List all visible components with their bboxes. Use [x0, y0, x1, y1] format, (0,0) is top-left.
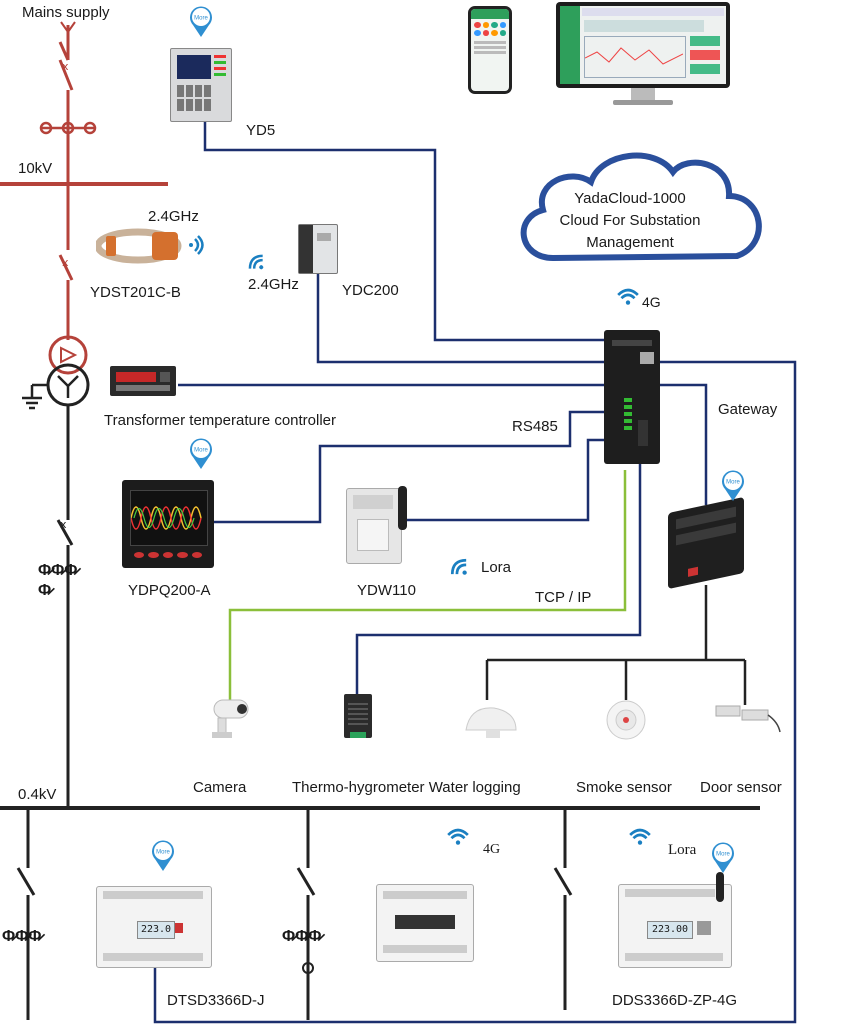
more-pin-label: More	[726, 480, 740, 486]
dtsd-label: DTSD3366D-J	[167, 992, 265, 1009]
bus-10kv-label: 10kV	[18, 160, 53, 177]
camera-device	[212, 699, 249, 738]
rs485-label: RS485	[512, 418, 558, 435]
dds-display: 223.00	[647, 921, 693, 939]
gateway-label: Gateway	[718, 401, 778, 418]
mains-arrow	[60, 21, 76, 34]
transformer-ctrl-label: Transformer temperature controller	[104, 412, 337, 429]
ct-symbol-mid: Φ̷Φ̷Φ̷	[38, 562, 78, 579]
g4-bottom-label: 4G	[483, 842, 501, 857]
comm-lines	[153, 118, 797, 1024]
thermo-water-label: Thermo-hygrometer Water logging	[292, 779, 521, 796]
mains-power-line	[58, 25, 70, 340]
ydw110-label: YDW110	[357, 582, 416, 599]
meter-4g-device	[376, 884, 474, 962]
water-logging-sensor	[465, 707, 517, 738]
lv-line	[56, 405, 74, 810]
yd5-relay	[170, 48, 232, 122]
dds-label: DDS3366D-ZP-4G	[612, 992, 738, 1009]
thermo-hygrometer-device	[344, 694, 372, 738]
transformer-temp-controller	[110, 366, 176, 396]
lora-bottom-label: Lora	[668, 842, 697, 858]
svg-text:x: x	[62, 256, 69, 269]
svg-text:x: x	[60, 518, 67, 531]
more-pin-icon[interactable]: More	[188, 436, 214, 470]
tcpip-label: TCP / IP	[535, 589, 592, 606]
wifi-icon	[450, 558, 467, 575]
sensor-hub	[668, 496, 744, 590]
door-label: Door sensor	[700, 779, 782, 796]
ydst-wireless-sensor	[96, 228, 182, 264]
dds-antenna	[716, 872, 724, 902]
dtsd3366d-meter: 223.0	[96, 886, 212, 968]
cloud-line-3: Management	[586, 234, 674, 251]
tcp-ip-line	[228, 470, 627, 705]
wifi-icon	[189, 235, 204, 255]
more-pin-icon[interactable]: More	[720, 468, 746, 502]
ground-symbol	[22, 383, 48, 410]
yd5-label: YD5	[246, 122, 276, 139]
cloud-shape	[520, 152, 762, 262]
bus-04kv-label: 0.4kV	[18, 786, 57, 803]
more-pin-icon[interactable]: More	[150, 838, 176, 872]
ydc200-sensor	[298, 224, 338, 274]
more-pin-label: More	[194, 16, 208, 22]
ydst-label: YDST201C-B	[90, 284, 181, 301]
smoke-sensor-device	[606, 700, 646, 740]
dds3366d-meter: 223.00	[618, 884, 732, 968]
ydpq-label: YDPQ200-A	[128, 582, 211, 599]
ydw110-module	[346, 488, 402, 564]
desktop-monitor	[556, 2, 730, 112]
more-pin-label: More	[156, 850, 170, 856]
more-pin-label: More	[716, 852, 730, 858]
more-pin-icon[interactable]: More	[188, 4, 214, 38]
ghz-label-2: 2.4GHz	[248, 276, 299, 293]
mains-supply-label: Mains supply	[22, 4, 110, 21]
wifi-icon	[447, 828, 469, 845]
ydpq200-analyzer	[122, 480, 214, 568]
smoke-label: Smoke sensor	[576, 779, 672, 796]
g4-top-label: 4G	[642, 294, 661, 310]
ydw110-antenna	[398, 486, 407, 530]
sensor-tree	[485, 585, 747, 705]
ct-symbol-bottom-1: Φ̷Φ̷Φ̷	[2, 928, 42, 945]
svg-text:x: x	[62, 60, 69, 73]
ct-symbol-mid-2: Φ̷	[38, 582, 52, 599]
wifi-icon	[617, 288, 639, 305]
wifi-icon	[629, 828, 651, 845]
camera-label: Camera	[193, 779, 247, 796]
cloud-line-2: Cloud For Substation	[559, 212, 701, 229]
ct-symbol-bottom-2: Φ̷Φ̷Φ̷	[282, 928, 322, 945]
wifi-icon	[248, 254, 264, 270]
transformer-primary	[48, 335, 88, 375]
feeders	[16, 808, 573, 1020]
door-sensor-device	[715, 705, 781, 733]
more-pin-label: More	[194, 448, 208, 454]
gateway-device	[604, 330, 660, 464]
cloud-caption: YadaCloud-1000 Cloud For Substation Mana…	[540, 188, 720, 254]
cloud-line-1: YadaCloud-1000	[574, 190, 686, 207]
more-pin-icon[interactable]: More	[710, 840, 736, 874]
ct-symbols-top	[39, 121, 97, 135]
ghz-label-1: 2.4GHz	[148, 208, 199, 225]
smartphone-app	[468, 6, 512, 94]
lora-mid-label: Lora	[481, 559, 512, 576]
dtsd-display: 223.0	[137, 921, 175, 939]
ydc200-label: YDC200	[342, 282, 399, 299]
